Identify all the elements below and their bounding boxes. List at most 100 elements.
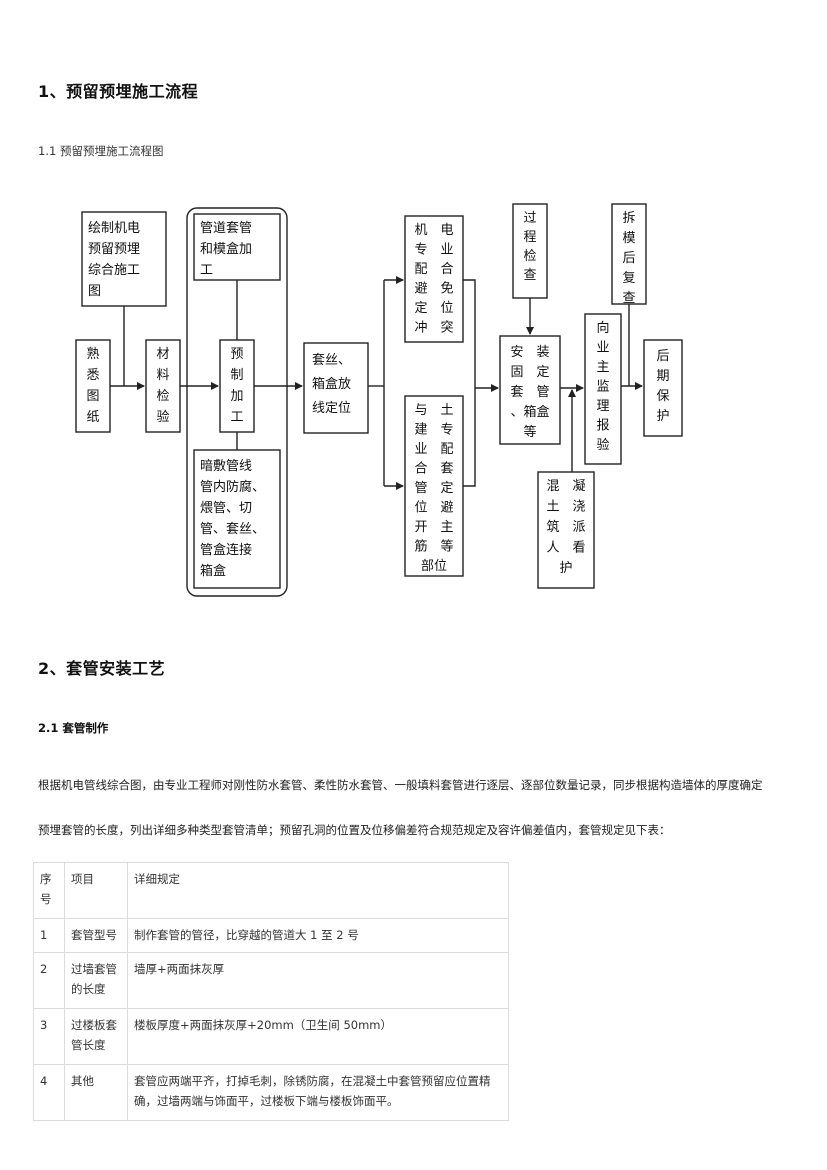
- box-report-text: 理: [596, 399, 609, 414]
- box-report-text: 验: [596, 437, 609, 453]
- box-electrical-text: 机 电: [414, 223, 453, 238]
- box-report: [584, 313, 622, 465]
- box-civil-text: 业 配: [414, 442, 453, 457]
- box-electrical-text: 避 免: [414, 282, 453, 297]
- box-recheck-text: 拆: [622, 211, 635, 226]
- section-2-title: 2、套管安装工艺: [38, 659, 166, 678]
- box-recheck-text: 复: [622, 271, 635, 286]
- box-concrete-text: 护: [559, 561, 572, 576]
- table-cell: 其他: [64, 1064, 128, 1121]
- table-cell: 制作套管的管径，比穿越的管道大 1 至 2 号: [127, 918, 509, 953]
- sleeve-spec-table: 序号 项目 详细规定 1 套管型号 制作套管的管径，比穿越的管道大 1 至 2 …: [33, 862, 509, 1121]
- box-material-text: 料: [156, 368, 169, 383]
- box-install-text: 、箱盒: [510, 404, 549, 420]
- box-pipe-sleeve-text: 和模盒加: [200, 241, 252, 257]
- header-cell: 项目: [64, 862, 128, 919]
- box-civil-text: 与 土: [414, 403, 453, 418]
- box-familiar: [75, 339, 111, 433]
- box-drawing-text: 预留预埋: [88, 242, 140, 257]
- box-civil-text: 部位: [421, 559, 447, 574]
- table-cell: 2: [33, 952, 65, 1009]
- box-later-text: 后: [656, 349, 669, 364]
- box-report-text: 业: [596, 341, 609, 356]
- box-process-text: 过: [523, 211, 536, 226]
- box-prefab-text: 工: [230, 410, 243, 425]
- box-prefab-text: 预: [230, 347, 243, 362]
- box-install-text: 安 装: [510, 345, 549, 360]
- box-concrete-text: 人 看: [546, 540, 585, 556]
- box-later-text: 保: [656, 389, 669, 404]
- box-recheck: [611, 203, 647, 305]
- box-thread-text: 箱盒放: [312, 376, 351, 392]
- box-concealed-text: 管盒连接: [200, 542, 252, 558]
- box-thread: [303, 342, 369, 434]
- box-thread-text: 套丝、: [312, 352, 351, 368]
- box-report-text: 向: [596, 320, 609, 336]
- box-pipe-sleeve: [193, 213, 281, 281]
- box-civil-text: 建 专: [414, 423, 453, 438]
- box-later-text: 期: [656, 369, 669, 384]
- table-header-row: 序号 项目 详细规定: [33, 862, 509, 919]
- box-civil: [404, 395, 464, 577]
- box-civil-text: 开 主: [414, 520, 453, 535]
- box-civil-text: 管 定: [414, 481, 453, 496]
- table-cell: 过楼板套管长度: [64, 1008, 128, 1065]
- paragraph-line-2: 预埋套管的长度，列出详细多种类型套管清单；预留孔洞的位置及位移偏差符合规范规定及…: [38, 823, 671, 837]
- connector: [463, 279, 476, 487]
- box-report-text: 报: [596, 419, 609, 434]
- table-cell: 1: [33, 918, 65, 953]
- box-electrical-text: 定 位: [414, 301, 453, 316]
- box-prefab-text: 加: [230, 389, 243, 404]
- box-civil-text: 位 避: [414, 501, 453, 516]
- box-familiar-text: 图: [86, 389, 99, 404]
- section-1-1-title: 1.1 预留预埋施工流程图: [38, 144, 164, 158]
- box-prefab-text: 制: [230, 368, 243, 383]
- box-later: [643, 339, 683, 437]
- box-familiar-text: 熟: [86, 346, 99, 362]
- box-install-text: 等: [523, 424, 536, 440]
- box-drawing-text: 综合施工: [88, 263, 140, 278]
- section-2-1-title: 2.1 套管制作: [38, 721, 109, 735]
- table-cell: 楼板厚度+两面抹灰厚+20mm（卫生间 50mm）: [127, 1008, 509, 1065]
- box-install-text: 套 管: [510, 384, 549, 400]
- table-cell: 4: [33, 1064, 65, 1121]
- header-cell: 序号: [33, 862, 65, 919]
- box-material-text: 验: [156, 409, 169, 425]
- box-concrete-text: 混 凝: [546, 478, 585, 494]
- box-report-text: 监: [596, 380, 609, 395]
- paragraph-line-1: 根据机电管线综合图，由专业工程师对刚性防水套管、柔性防水套管、一般填料套管进行逐…: [38, 778, 763, 792]
- box-thread-text: 线定位: [312, 401, 351, 416]
- box-recheck-text: 后: [622, 251, 635, 266]
- box-civil-text: 筋 等: [414, 539, 453, 555]
- box-pipe-sleeve-text: 管道套管: [200, 220, 252, 236]
- box-concrete-text: 土 浇: [546, 500, 585, 515]
- header-cell: 详细规定: [127, 862, 509, 919]
- box-electrical-text: 专 业: [414, 243, 453, 258]
- box-familiar-text: 悉: [86, 368, 99, 383]
- box-material-text: 材: [156, 347, 169, 362]
- box-drawing-text: 图: [88, 284, 101, 299]
- box-concrete: [537, 471, 595, 589]
- table-cell: 套管型号: [64, 918, 128, 953]
- table-cell: 墙厚+两面抹灰厚: [127, 952, 509, 1009]
- box-familiar-text: 纸: [86, 410, 99, 425]
- table-row: 4 其他 套管应两端平齐，打掉毛刺，除锈防腐，在混凝土中套管预留应位置精确，过墙…: [33, 1064, 509, 1121]
- box-concealed-text: 暗敷管线: [200, 459, 252, 474]
- box-civil-text: 合 套: [414, 461, 453, 477]
- box-install: [499, 335, 561, 445]
- box-drawing-text: 绘制机电: [88, 221, 140, 236]
- box-install-text: 固 定: [510, 365, 549, 380]
- table-cell: 套管应两端平齐，打掉毛刺，除锈防腐，在混凝土中套管预留应位置精确，过墙两端与饰面…: [127, 1064, 509, 1121]
- box-pipe-sleeve-text: 工: [200, 263, 213, 278]
- construction-flowchart: 绘制机电预留预埋综合施工图熟悉图纸材料检验管道套管和模盒加工预制加工暗敷管线管内…: [75, 203, 683, 597]
- box-later-text: 护: [656, 409, 669, 424]
- box-recheck-text: 模: [622, 231, 635, 246]
- box-concealed-text: 箱盒: [200, 563, 226, 579]
- table-cell: 过墙套管的长度: [64, 952, 128, 1009]
- box-electrical-text: 冲 突: [414, 320, 453, 336]
- box-concealed: [193, 449, 281, 589]
- table-row: 1 套管型号 制作套管的管径，比穿越的管道大 1 至 2 号: [33, 918, 509, 953]
- box-process-text: 检: [523, 249, 536, 264]
- box-process-text: 查: [523, 268, 536, 283]
- table-cell: 3: [33, 1008, 65, 1065]
